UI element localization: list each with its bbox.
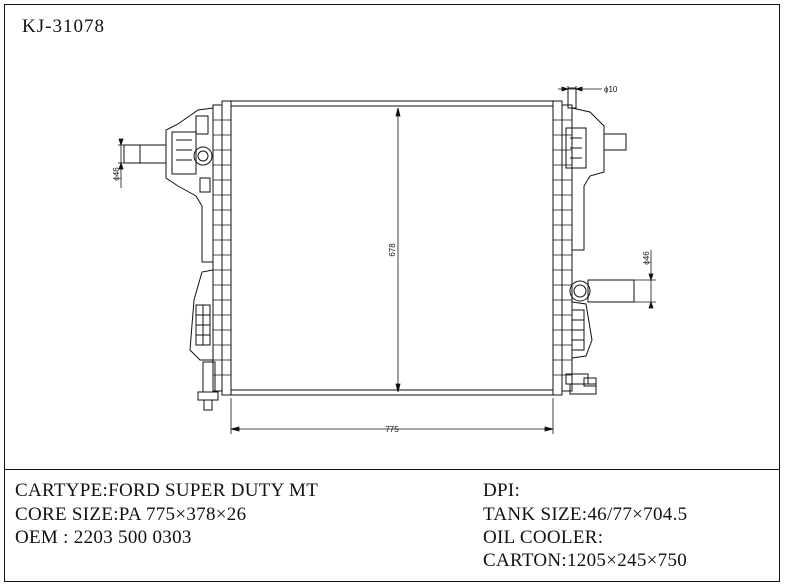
radiator-drawing: 775 678 ϕ10 ϕ46 ϕ46	[112, 85, 656, 434]
right-pipe-dimension	[634, 250, 656, 309]
oem-text: OEM : 2203 500 0303	[15, 527, 192, 548]
left-pipe	[123, 144, 167, 164]
left-pipe-dimension	[118, 138, 124, 188]
left-tank	[123, 100, 232, 411]
spec-panel: CARTYPE:FORD SUPER DUTY MT CORE SIZE:PA …	[5, 469, 779, 580]
height-dimension-label: 678	[388, 243, 397, 257]
dpi-text: DPI:	[483, 480, 521, 501]
cartype-text: CARTYPE:FORD SUPER DUTY MT	[15, 480, 319, 501]
tank-size-text: TANK SIZE:46/77×704.5	[483, 504, 688, 525]
left-fill-neck	[193, 146, 213, 166]
width-dimension-label: 775	[385, 425, 399, 434]
part-number: KJ-31078	[22, 16, 105, 37]
core-size-text: CORE SIZE:PA 775×378×26	[15, 504, 247, 525]
right-tank	[552, 87, 635, 396]
drawing-frame	[4, 4, 780, 582]
carton-text: CARTON:1205×245×750	[483, 550, 688, 571]
height-dimension	[395, 107, 401, 393]
width-dimension	[230, 398, 554, 434]
oil-cooler-text: OIL COOLER:	[483, 527, 604, 548]
right-pipe	[587, 279, 635, 303]
left-pipe-dimension-label: ϕ46	[112, 167, 121, 181]
top-pipe-dimension-label: ϕ10	[604, 85, 618, 94]
top-pipe-dimension	[558, 86, 602, 100]
right-pipe-dimension-label: ϕ46	[642, 251, 651, 265]
